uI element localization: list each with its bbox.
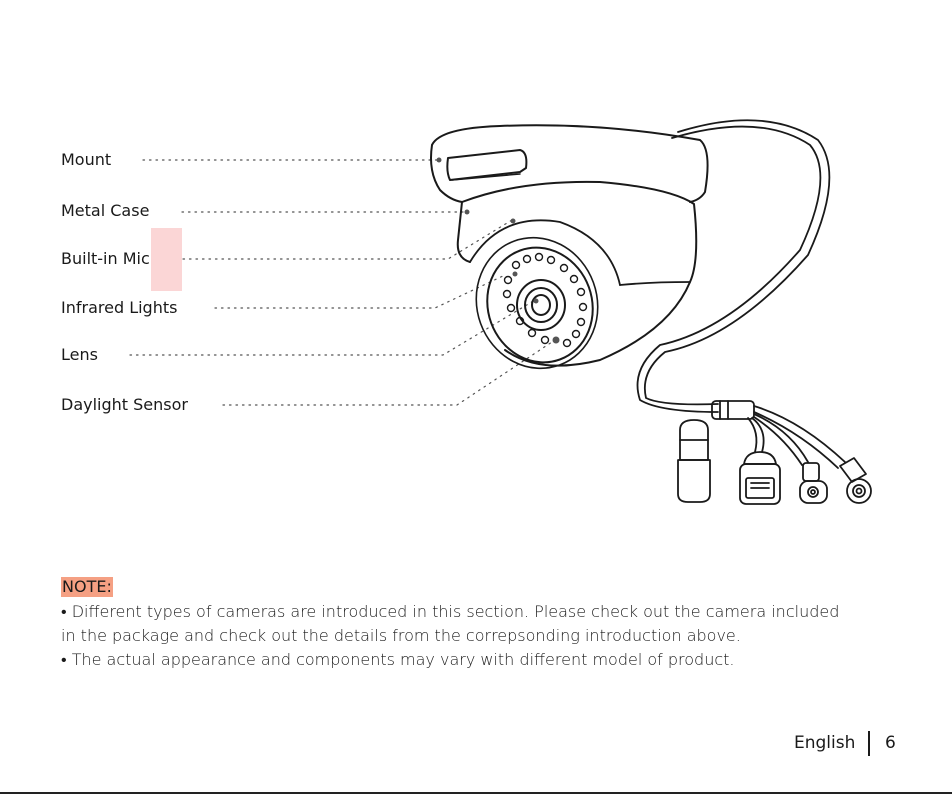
label-lens: Lens (61, 345, 98, 364)
power-connector-shape (839, 457, 872, 504)
dc-cap-shape (677, 419, 711, 503)
page-number: 6 (885, 733, 896, 753)
infrared-lights-shape (502, 252, 588, 348)
note-line-1: • Different types of cameras are introdu… (61, 602, 840, 621)
ethernet-connector-shape (739, 451, 781, 505)
mic-highlight (151, 228, 182, 291)
lens-housing-shape (475, 236, 599, 370)
note-line-3: • The actual appearance and components m… (61, 650, 735, 669)
footer-language: English (794, 733, 856, 753)
bottom-rule (0, 792, 952, 794)
sensor-dots (436, 157, 560, 344)
label-metal-case: Metal Case (61, 201, 150, 220)
leader-lines (129, 159, 556, 406)
dc-connector-shape (799, 462, 828, 504)
footer-separator (868, 731, 870, 756)
note-title: NOTE: (61, 577, 113, 597)
label-daylight-sensor: Daylight Sensor (61, 395, 188, 414)
metal-case-shape (456, 180, 698, 367)
cable-shape (636, 119, 846, 469)
label-infrared-lights: Infrared Lights (61, 298, 178, 317)
label-mount: Mount (61, 150, 112, 169)
mount-shape (430, 124, 709, 203)
note-line-2: in the package and check out the details… (61, 626, 741, 645)
label-built-in-mic: Built-in Mic (61, 249, 150, 268)
